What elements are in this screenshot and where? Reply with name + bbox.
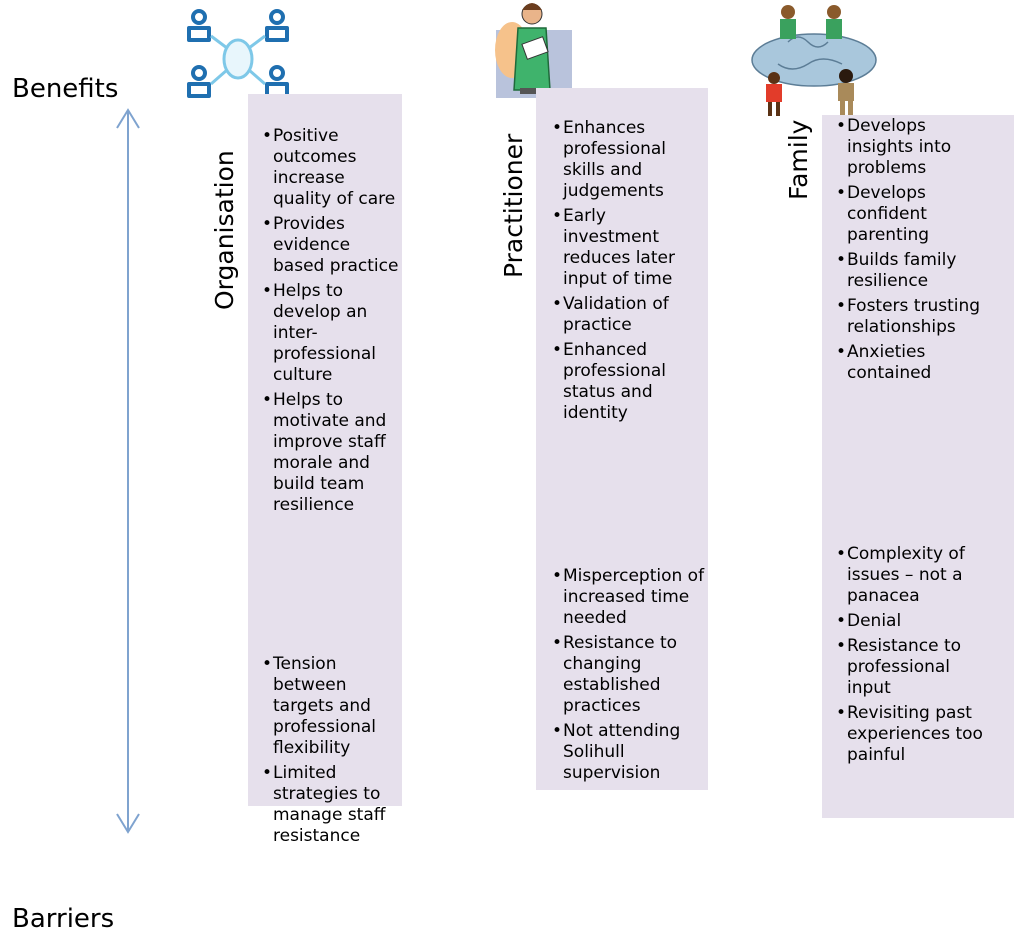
organisation-title: Organisation (210, 150, 239, 310)
list-item: Revisiting past experiences too painful (836, 703, 996, 766)
list-item: Enhanced professional status and identit… (552, 340, 706, 424)
benefits-barriers-arrow (116, 108, 140, 834)
list-item: Denial (836, 611, 996, 632)
list-item: Fosters trusting relationships (836, 296, 996, 338)
practitioner-barriers-list: Misperception of increased time needed R… (552, 566, 706, 788)
list-item: Develops confident parenting (836, 183, 996, 246)
family-title: Family (784, 119, 813, 200)
barriers-label: Barriers (12, 904, 115, 934)
list-item: Complexity of issues – not a panacea (836, 544, 996, 607)
list-item: Not attending Solihull supervision (552, 721, 706, 784)
list-item: Tension between targets and professional… (262, 654, 402, 759)
list-item: Early investment reduces later input of … (552, 206, 706, 290)
practitioner-title: Practitioner (499, 133, 528, 278)
list-item: Helps to develop an inter-professional c… (262, 281, 402, 386)
family-benefits-list: Develops insights into problems Develops… (836, 116, 996, 388)
list-item: Resistance to professional input (836, 636, 996, 699)
family-puzzle-icon (751, 5, 877, 116)
list-item: Provides evidence based practice (262, 214, 402, 277)
list-item: Positive outcomes increase quality of ca… (262, 126, 402, 210)
list-item: Anxieties contained (836, 342, 996, 384)
practitioner-clipart-icon (495, 3, 572, 98)
list-item: Misperception of increased time needed (552, 566, 706, 629)
list-item: Enhances professional skills and judgeme… (552, 118, 706, 202)
practitioner-benefits-list: Enhances professional skills and judgeme… (552, 118, 706, 428)
network-people-icon (187, 9, 289, 98)
list-item: Validation of practice (552, 294, 706, 336)
list-item: Resistance to changing established pract… (552, 633, 706, 717)
list-item: Limited strategies to manage staff resis… (262, 763, 402, 847)
list-item: Develops insights into problems (836, 116, 996, 179)
organisation-benefits-list: Positive outcomes increase quality of ca… (262, 126, 402, 520)
benefits-label: Benefits (12, 74, 119, 104)
list-item: Helps to motivate and improve staff mora… (262, 390, 402, 516)
list-item: Builds family resilience (836, 250, 996, 292)
organisation-barriers-list: Tension between targets and professional… (262, 654, 402, 851)
family-barriers-list: Complexity of issues – not a panacea Den… (836, 544, 996, 770)
